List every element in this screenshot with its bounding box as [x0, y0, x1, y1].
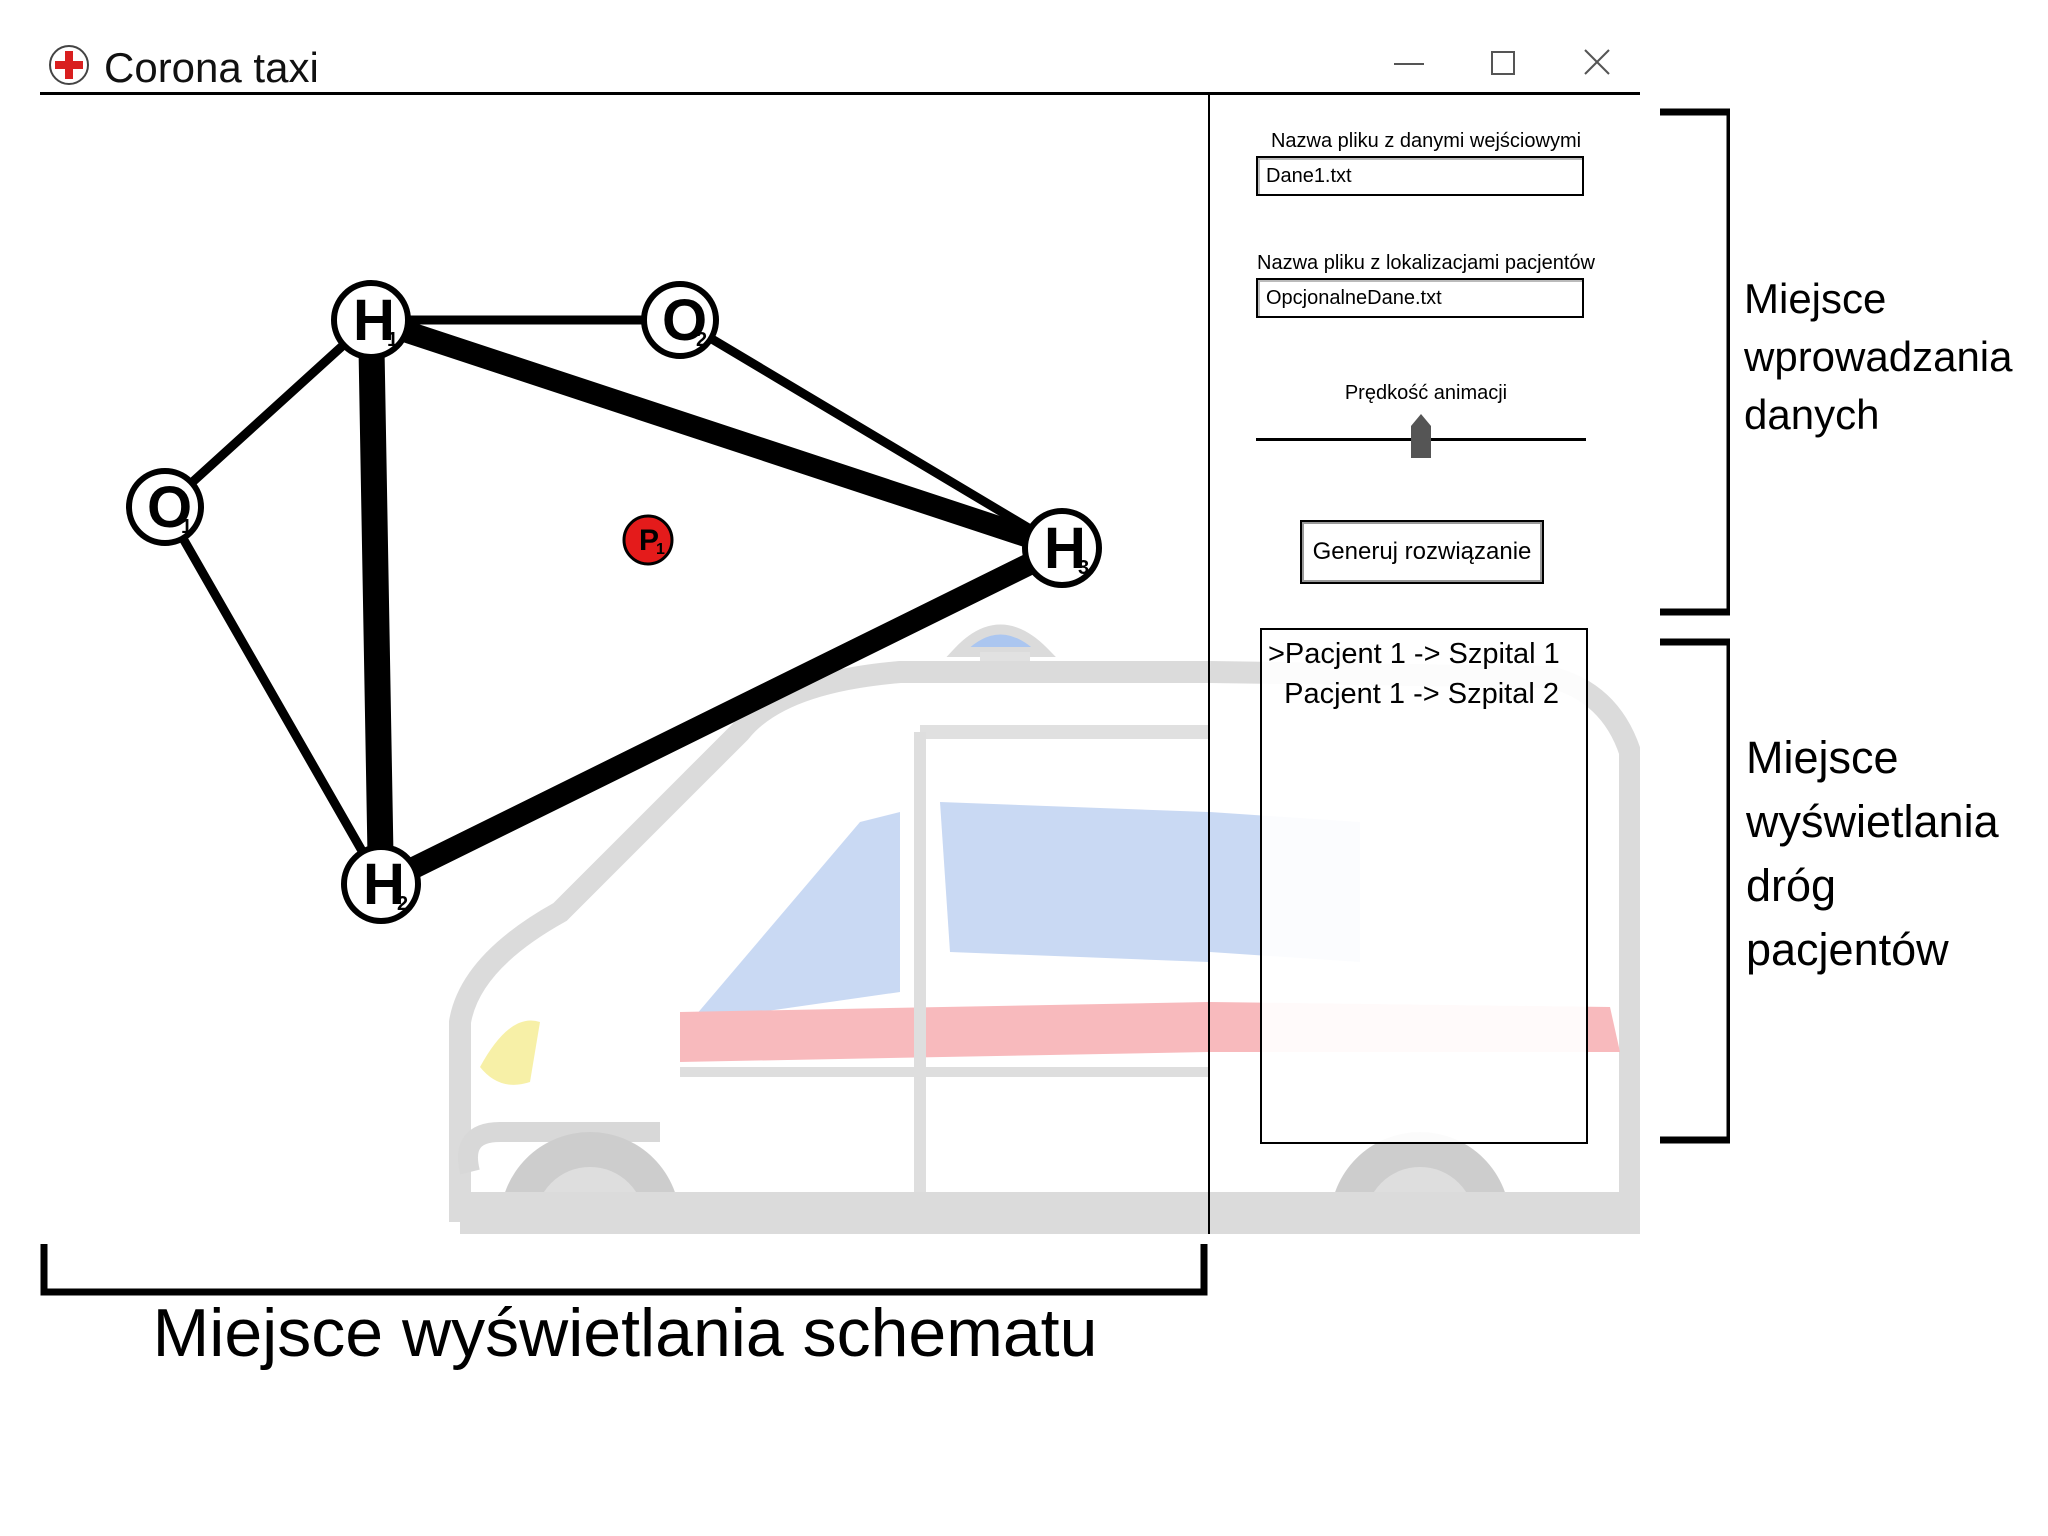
node-letter: O	[147, 475, 192, 540]
node-subscript: 2	[397, 893, 408, 915]
annotation-line: danych	[1744, 391, 1880, 438]
annotation-line: Miejsce	[1744, 275, 1887, 322]
input-area-annotation: Miejsce wprowadzania danych	[1744, 270, 2013, 444]
input-file-field[interactable]	[1256, 156, 1584, 196]
routes-area-annotation: Miejsce wyświetlania dróg pacjentów	[1746, 726, 1999, 982]
graph-edge-O1-H2	[160, 502, 386, 889]
node-subscript: 1	[387, 329, 398, 351]
node-letter: P	[639, 524, 659, 557]
generate-solution-button[interactable]: Generuj rozwiązanie	[1300, 520, 1544, 584]
graph-node-H2[interactable]: H2	[341, 844, 421, 924]
route-item[interactable]: >Pacjent 1 -> Szpital 1	[1268, 638, 1560, 670]
node-letter: O	[662, 288, 707, 353]
annotation-line: pacjentów	[1746, 924, 1949, 975]
input-file-label: Nazwa pliku z danymi wejściowymi	[1270, 130, 1582, 152]
patients-file-label: Nazwa pliku z lokalizacjami pacjentów	[1257, 252, 1595, 274]
red-cross-icon	[48, 44, 90, 86]
node-subscript: 3	[1078, 557, 1089, 579]
speed-slider-thumb[interactable]	[1411, 414, 1431, 458]
graph-edge-H1-O1	[160, 315, 376, 512]
node-subscript: 2	[696, 329, 707, 351]
schema-area-bracket	[40, 1244, 1208, 1296]
annotation-line: dróg	[1746, 860, 1837, 911]
graph-node-P1[interactable]: P1	[622, 514, 674, 566]
graph-edge-O2-H3	[675, 315, 1067, 553]
patients-file-field[interactable]	[1256, 278, 1584, 318]
node-subscript: 1	[181, 516, 192, 538]
annotation-line: wyświetlania	[1746, 796, 1999, 847]
speed-label: Prędkość animacji	[1344, 382, 1508, 404]
maximize-icon[interactable]	[1480, 44, 1526, 84]
graph-edge-H1-H3	[360, 309, 1073, 559]
graph-node-O2[interactable]: O2	[641, 281, 719, 359]
routes-list[interactable]: >Pacjent 1 -> Szpital 1 Pacjent 1 -> Szp…	[1260, 628, 1588, 1144]
route-item[interactable]: Pacjent 1 -> Szpital 2	[1268, 678, 1559, 710]
close-icon[interactable]	[1574, 44, 1620, 84]
graph-node-H3[interactable]: H3	[1022, 508, 1102, 588]
minimize-icon[interactable]	[1386, 44, 1432, 84]
window-title: Corona taxi	[104, 44, 319, 91]
input-area-bracket	[1660, 108, 1730, 1144]
annotation-line: Miejsce	[1746, 732, 1899, 783]
panel-divider	[1208, 92, 1210, 1234]
window-title-bar	[40, 30, 1640, 95]
graph-edge-H2-H3	[370, 537, 1073, 895]
graph-edge-H1-H2	[358, 307, 394, 897]
schema-area-annotation: Miejsce wyświetlania schematu	[152, 1295, 1098, 1371]
node-subscript: 1	[656, 541, 665, 558]
graph-node-H1[interactable]: H1	[331, 280, 411, 360]
annotation-line: wprowadzania	[1744, 333, 2013, 380]
node-letter: H	[1044, 516, 1086, 581]
graph-node-O1[interactable]: O1	[126, 468, 204, 546]
node-letter: H	[353, 288, 395, 353]
node-letter: H	[363, 852, 405, 917]
